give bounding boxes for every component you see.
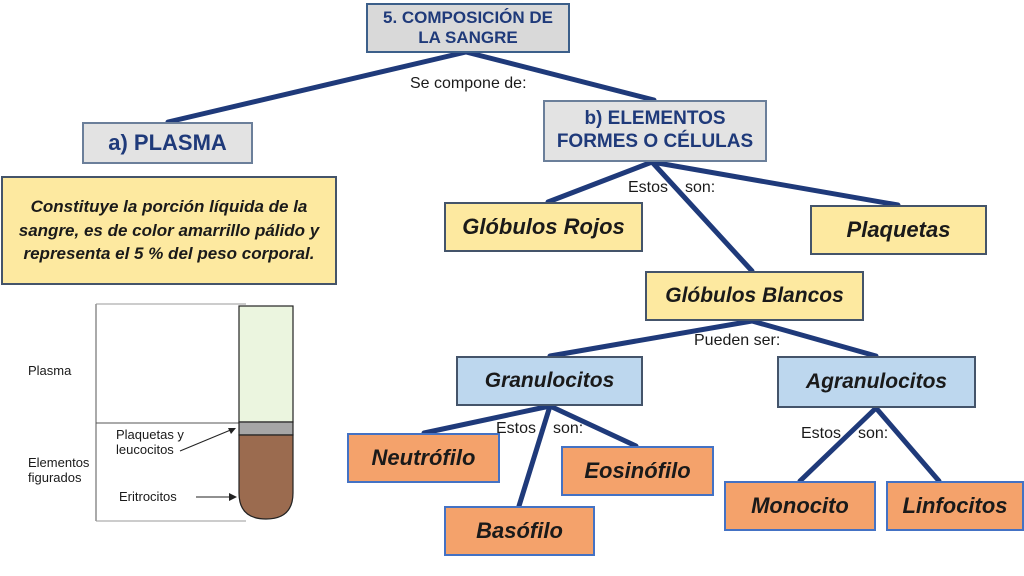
elementos-title-box: b) ELEMENTOS FORMES O CÉLULAS — [543, 100, 767, 162]
line-granulocitos-eosinofilo — [547, 403, 639, 449]
plasma-description-box: Constituye la porción líquida de la sang… — [1, 176, 337, 285]
tube-eritrocitos-label: Eritrocitos — [119, 489, 177, 504]
agranulocitos-son-label: son: — [858, 425, 889, 442]
granulocitos-estos-label: Estos — [496, 420, 537, 437]
line-elementos-blancos — [649, 159, 755, 274]
tube-plasma-label: Plasma — [28, 363, 72, 378]
monocito-text: Monocito — [751, 492, 849, 518]
tube-elementos-label: Elementos figurados — [28, 455, 90, 485]
line-elementos-plaquetas — [649, 159, 901, 208]
title-box: 5. COMPOSICIÓN DE LA SANGRE — [366, 3, 570, 53]
tube-plasma — [238, 305, 294, 423]
plaquetas-text: Plaquetas — [846, 216, 951, 242]
basofilo-text: Basófilo — [476, 517, 563, 543]
tube-plaquetas-label: Plaquetas y leucocitos — [116, 427, 184, 457]
agranulocitos-estos-label: Estos — [801, 425, 842, 442]
line-agranulocitos-linfocitos — [873, 405, 942, 484]
line-blancos-granulocitos — [547, 318, 755, 359]
granulocitos-son-label: son: — [553, 420, 584, 437]
globulos-rojos-text: Glóbulos Rojos — [462, 213, 625, 239]
eosinofilo-box: Eosinófilo — [561, 446, 714, 496]
plasma-title-text: a) PLASMA — [108, 129, 227, 155]
plaquetas-box: Plaquetas — [810, 205, 987, 255]
neutrofilo-box: Neutrófilo — [347, 433, 500, 483]
connector-son-label: son: — [685, 179, 716, 196]
pueden-ser-label: Pueden ser: — [694, 332, 781, 349]
monocito-box: Monocito — [724, 481, 876, 531]
plasma-title-box: a) PLASMA — [82, 122, 253, 164]
agranulocitos-text: Agranulocitos — [805, 370, 948, 394]
line-agranulocitos-monocito — [797, 405, 879, 484]
connector-estos-label: Estos — [628, 179, 669, 196]
line-granulocitos-basofilo — [516, 403, 553, 509]
tube-erythrocytes — [238, 434, 294, 520]
line-blancos-agranulocitos — [749, 318, 879, 359]
linfocitos-box: Linfocitos — [886, 481, 1024, 531]
line-title-elementos — [463, 49, 657, 103]
eosinofilo-text: Eosinófilo — [584, 457, 691, 483]
plasma-description-text: Constituye la porción líquida de la sang… — [18, 196, 320, 264]
line-title-plasma — [165, 49, 469, 125]
arrow-plaquetas — [179, 428, 234, 452]
arrow-eritrocitos-head — [229, 493, 237, 501]
connector-main-label: Se compone de: — [410, 75, 527, 92]
globulos-blancos-text: Glóbulos Blancos — [665, 284, 844, 308]
agranulocitos-box: Agranulocitos — [777, 356, 976, 408]
linfocitos-text: Linfocitos — [902, 492, 1008, 518]
granulocitos-text: Granulocitos — [484, 369, 615, 393]
granulocitos-box: Granulocitos — [456, 356, 643, 406]
globulos-blancos-box: Glóbulos Blancos — [645, 271, 864, 321]
neutrofilo-text: Neutrófilo — [371, 444, 476, 470]
test-tube-figure — [95, 303, 294, 522]
line-elementos-rojos — [545, 159, 655, 205]
arrow-plaquetas-head — [228, 428, 236, 434]
globulos-rojos-box: Glóbulos Rojos — [444, 202, 643, 252]
basofilo-box: Basófilo — [444, 506, 595, 556]
line-granulocitos-neutrofilo — [421, 403, 553, 436]
tube-buffy-coat — [238, 421, 294, 436]
elementos-title-text: b) ELEMENTOS FORMES O CÉLULAS — [556, 108, 754, 152]
title-text: 5. COMPOSICIÓN DE LA SANGRE — [382, 7, 554, 47]
